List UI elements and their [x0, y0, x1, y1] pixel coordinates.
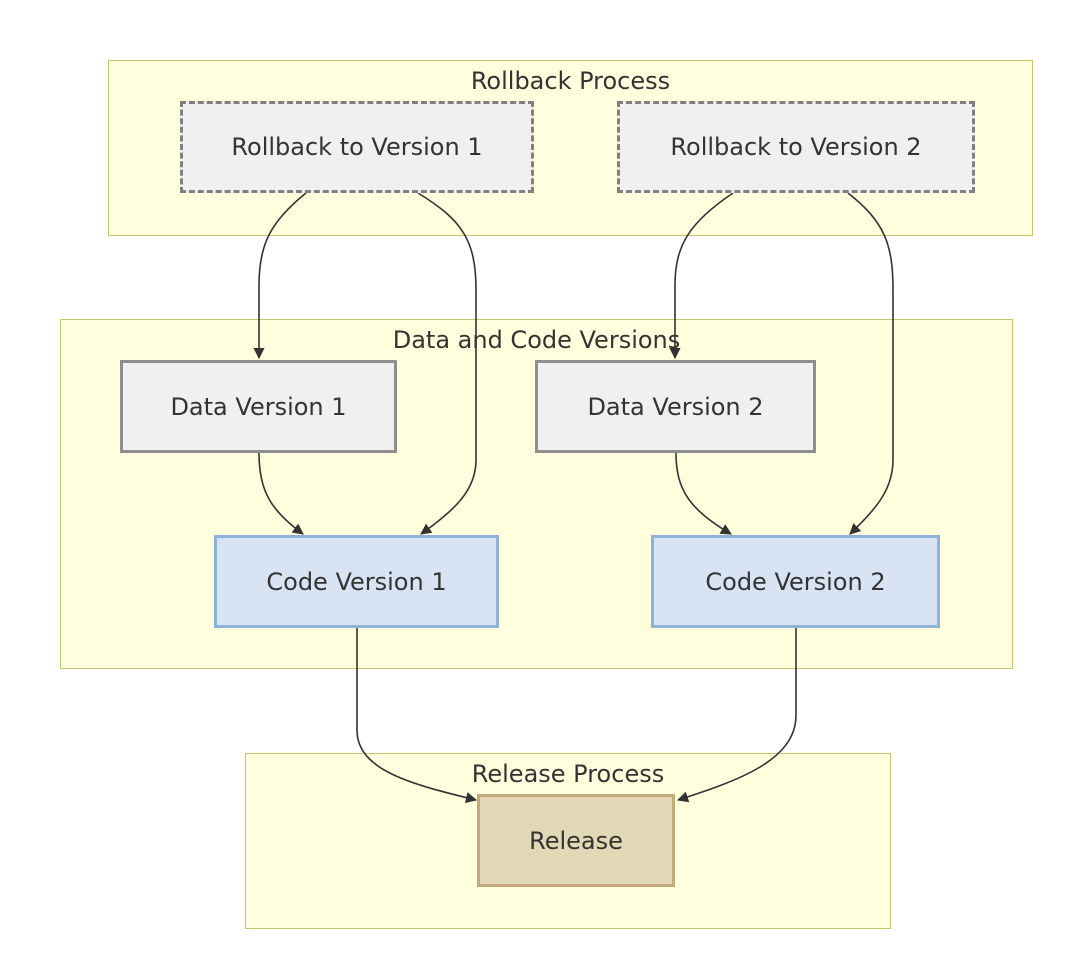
edge-rollback-v2-to-data-v2 [669, 192, 734, 360]
edge-data-v1-to-code-v1 [258, 452, 304, 535]
edge-code-v1-to-release [356, 628, 478, 804]
node-rollback-to-version-1: Rollback to Version 1 [180, 101, 534, 193]
node-data-version-2: Data Version 2 [535, 360, 816, 453]
edge-rollback-v1-to-data-v1 [253, 192, 307, 360]
edge-code-v2-to-release [676, 628, 797, 803]
node-code-version-1: Code Version 1 [214, 535, 499, 628]
node-code-version-2: Code Version 2 [651, 535, 940, 628]
edge-rollback-v1-to-code-v1 [417, 192, 477, 535]
cluster-title-data-code-versions: Data and Code Versions [392, 326, 681, 354]
node-release: Release [477, 794, 675, 887]
node-rollback-to-version-2: Rollback to Version 2 [617, 101, 975, 193]
node-data-version-1: Data Version 1 [120, 360, 397, 453]
cluster-title-rollback-process: Rollback Process [470, 67, 671, 95]
cluster-title-release-process: Release Process [471, 760, 665, 788]
edge-data-v2-to-code-v2 [675, 452, 732, 535]
edge-rollback-v2-to-code-v2 [847, 192, 894, 535]
